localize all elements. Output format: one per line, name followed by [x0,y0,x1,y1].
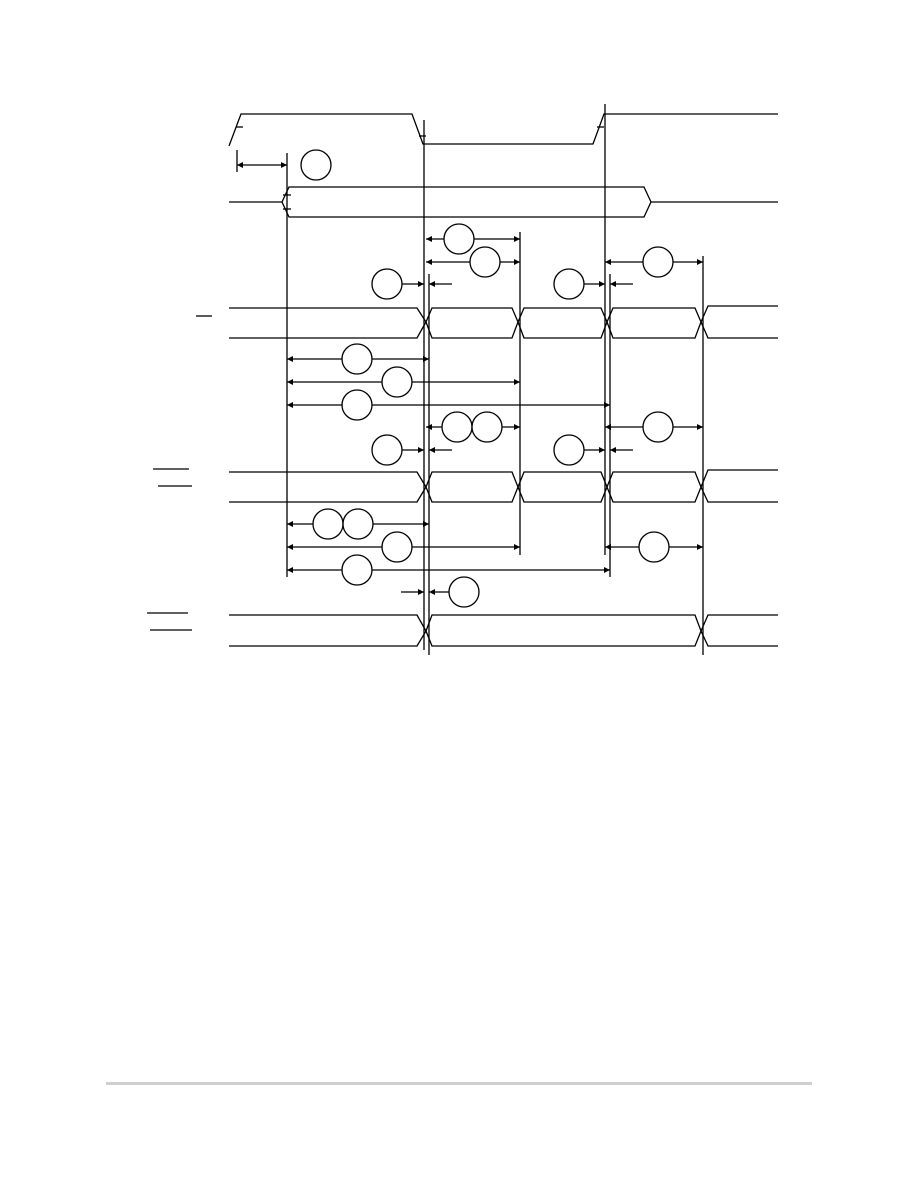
address-bus-lower [281,201,652,218]
timing-marker-4 [642,246,674,278]
data-bus-2-waveform [229,469,778,503]
timing-marker-13 [371,434,403,466]
timing-marker-7 [341,343,373,375]
timing-marker-11 [471,411,503,443]
address-bus-waveform [229,186,778,203]
timing-marker-1 [300,149,332,181]
timing-marker-12 [642,411,674,443]
timing-marker-6 [553,268,585,300]
timing-marker-9 [341,389,373,421]
timing-marker-19 [341,554,373,586]
timing-marker-15 [312,508,344,540]
timing-marker-16 [342,508,374,540]
timing-marker-5 [371,268,403,300]
timing-marker-17 [381,531,413,563]
timing-marker-18 [638,531,670,563]
timing-marker-14 [553,434,585,466]
control-bus-waveform [229,614,778,647]
timing-marker-10 [441,411,473,443]
timing-marker-2 [443,223,475,255]
data-bus-1-waveform [229,305,778,339]
clock-waveform [228,113,778,147]
timing-marker-20 [448,576,480,608]
footer-rule [106,1082,812,1085]
timing-marker-3 [469,246,501,278]
timing-marker-8 [381,366,413,398]
